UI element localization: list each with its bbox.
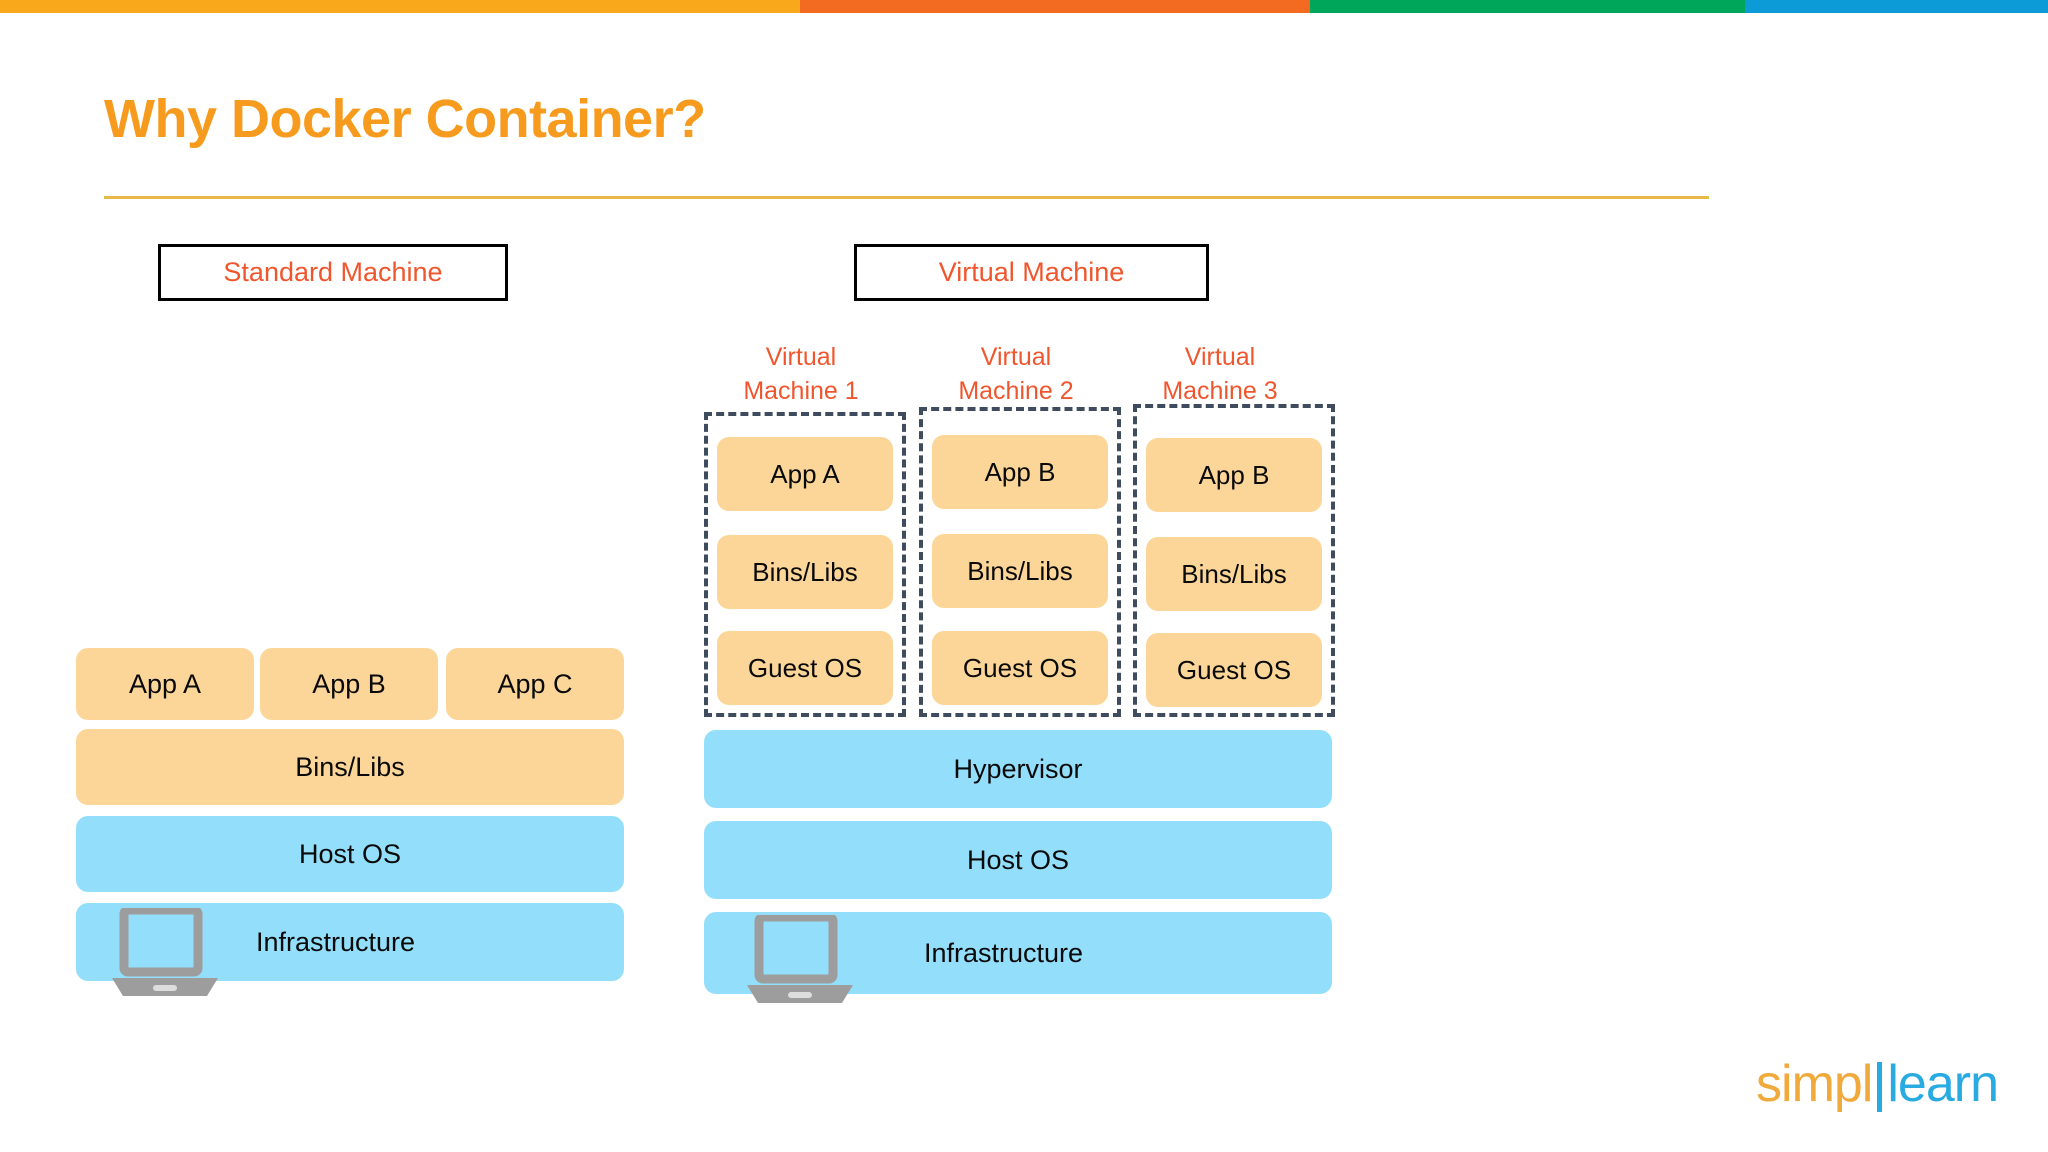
vm-caption-2-line2: Machine 2 [958, 377, 1074, 405]
vm-caption-2: Virtual Machine 2 [921, 340, 1111, 408]
vm2-guest-os-block: Guest OS [932, 631, 1108, 705]
hypervisor-block: Hypervisor [704, 730, 1332, 808]
topbar-segment-blue [1745, 0, 2048, 13]
laptop-icon [110, 905, 220, 1000]
vm3-guest-os-block: Guest OS [1146, 633, 1322, 707]
logo-text-learn: learn [1887, 1055, 1999, 1113]
vm-caption-1-line2: Machine 1 [743, 377, 859, 405]
vm3-app-block: App B [1146, 438, 1322, 512]
topbar-segment-orange [800, 0, 1310, 13]
standard-app-c-block: App C [446, 648, 624, 720]
page-title: Why Docker Container? [104, 89, 706, 149]
standard-machine-label: Standard Machine [223, 257, 443, 287]
vm-caption-3: Virtual Machine 3 [1125, 340, 1315, 408]
vm-infrastructure-block: Infrastructure [704, 912, 1332, 994]
vm-caption-2-line1: Virtual [980, 343, 1052, 371]
vm-caption-3-line2: Machine 3 [1162, 377, 1278, 405]
standard-app-b-block: App B [260, 648, 438, 720]
vm1-app-block: App A [717, 437, 893, 511]
virtual-machine-label: Virtual Machine [938, 257, 1125, 287]
simplilearn-logo: simpl learn [1756, 1054, 1999, 1114]
laptop-icon [745, 912, 855, 1007]
topbar-segment-amber [0, 0, 800, 13]
standard-bins-libs-block: Bins/Libs [76, 729, 624, 805]
logo-text-simpli: simpl [1756, 1055, 1873, 1113]
vm-caption-3-line1: Virtual [1184, 343, 1256, 371]
topbar-segment-green [1310, 0, 1745, 13]
vm-caption-1-line1: Virtual [765, 343, 837, 371]
top-color-bar [0, 0, 2048, 13]
vm-host-os-block: Host OS [704, 821, 1332, 899]
vm2-bins-libs-block: Bins/Libs [932, 534, 1108, 608]
virtual-machine-header-box: Virtual Machine [854, 244, 1209, 301]
virtual-machine-1-boundary [704, 412, 906, 717]
vm1-bins-libs-block: Bins/Libs [717, 535, 893, 609]
virtual-machine-2-boundary [919, 407, 1121, 717]
vm2-app-block: App B [932, 435, 1108, 509]
vm1-guest-os-block: Guest OS [717, 631, 893, 705]
logo-separator-bar [1877, 1062, 1883, 1112]
title-divider [104, 196, 1709, 199]
standard-machine-header-box: Standard Machine [158, 244, 508, 301]
standard-host-os-block: Host OS [76, 816, 624, 892]
virtual-machine-3-boundary [1133, 404, 1335, 717]
standard-app-a-block: App A [76, 648, 254, 720]
vm-caption-1: Virtual Machine 1 [706, 340, 896, 408]
vm3-bins-libs-block: Bins/Libs [1146, 537, 1322, 611]
